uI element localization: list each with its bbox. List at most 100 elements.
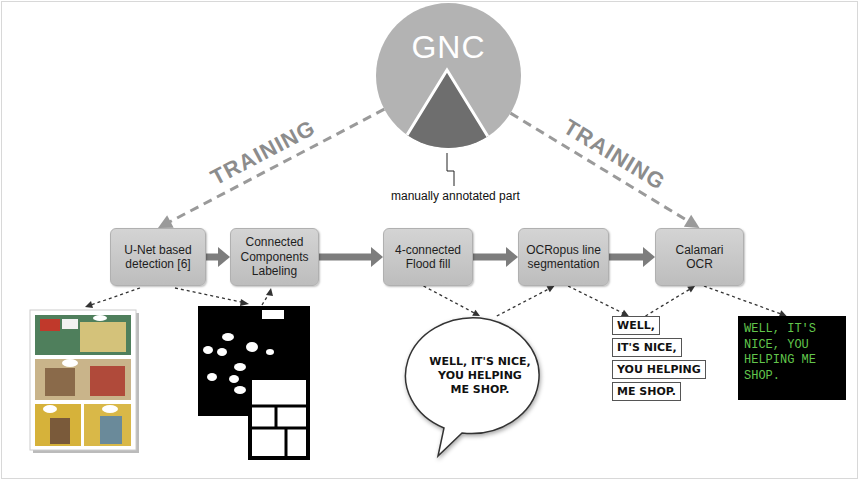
comic-detail	[45, 368, 75, 396]
arrow-head	[158, 215, 174, 228]
connector-line	[568, 286, 623, 313]
connector-line	[424, 286, 475, 313]
node-text: U-Net based detection [6]	[116, 243, 200, 272]
arrow-head	[506, 247, 518, 267]
edge-label: TRAINING	[559, 114, 670, 196]
bubble-outline	[405, 318, 539, 456]
connector-line	[497, 289, 549, 316]
mask-blob	[203, 346, 213, 354]
leader-line	[175, 288, 246, 303]
mask-blob	[207, 373, 217, 381]
connector-line	[704, 286, 781, 314]
panel-line	[285, 428, 288, 458]
node-text: WELL, IT'S NICE, YOU HELPING ME SHOP.	[744, 322, 840, 384]
node-text: OCRopus line segmentation	[524, 243, 603, 272]
comic-panel	[35, 404, 81, 446]
arrow-head	[547, 286, 555, 292]
arrow-head	[684, 215, 700, 228]
arrow-head	[371, 247, 383, 267]
page-shadow	[33, 313, 139, 453]
panel-line	[275, 406, 278, 428]
text-line-box: WELL,	[612, 316, 660, 335]
comic-panel	[35, 359, 131, 400]
comic-detail	[80, 322, 126, 352]
text-line-box: ME SHOP.	[612, 382, 681, 401]
leader-lines	[88, 288, 270, 306]
connector	[568, 286, 629, 316]
mask-blob	[234, 363, 246, 371]
panel-line	[250, 427, 308, 430]
leader-heads	[85, 288, 273, 308]
comic-balloon	[43, 405, 57, 413]
annotation-label: manually annotated part	[391, 189, 520, 203]
arrow-head	[85, 301, 93, 308]
comic-panel	[84, 404, 131, 446]
comic-detail	[62, 319, 78, 329]
connector	[206, 247, 230, 267]
process-box: Connected Components Labeling	[230, 228, 319, 286]
process-box: Calamari OCR	[655, 228, 744, 286]
node-text: ME SHOP.	[617, 384, 676, 399]
arrow-head	[643, 247, 655, 267]
comic-detail	[100, 416, 122, 444]
mask-blob	[234, 386, 246, 394]
comic-detail	[50, 418, 70, 444]
connector	[704, 286, 787, 317]
bracket	[447, 153, 454, 186]
comic-detail	[40, 319, 60, 331]
node-text: WELL,	[617, 318, 655, 333]
connector-line	[646, 289, 690, 316]
node-text: YOU HELPING	[617, 362, 701, 377]
connector-line	[473, 254, 507, 261]
mask-blob	[222, 333, 234, 341]
arrow-head	[218, 247, 230, 267]
node-text: Connected Components Labeling	[236, 235, 313, 278]
text-line-box: YOU HELPING	[612, 360, 706, 379]
node-text: IT'S NICE,	[617, 340, 677, 355]
node-text: 4-connected Flood fill	[389, 243, 467, 272]
arrow-head	[687, 286, 695, 293]
connector-line	[319, 254, 372, 261]
text-line-box: IT'S NICE,	[612, 338, 682, 357]
connector-line	[510, 113, 688, 221]
annotated-part	[396, 70, 498, 148]
comic-panel	[35, 315, 131, 355]
connector	[319, 247, 383, 267]
mask-blob	[217, 348, 227, 356]
connector	[497, 286, 555, 316]
connector-line	[609, 254, 644, 261]
connector	[424, 286, 481, 316]
connector	[609, 247, 655, 267]
node-text: Calamari OCR	[661, 243, 738, 272]
connector-line	[170, 109, 385, 222]
leader-line	[88, 288, 140, 306]
connector	[158, 109, 384, 228]
node-text: WELL, IT'S NICE, YOU HELPING ME SHOP.	[428, 334, 532, 418]
connector	[510, 113, 699, 228]
connector-line	[206, 254, 219, 261]
comic-page	[30, 310, 136, 450]
node-text: GNC	[376, 29, 521, 66]
panel-line	[250, 405, 308, 408]
comic-balloon	[62, 359, 78, 367]
process-box: OCRopus line segmentation	[518, 228, 609, 286]
comic-balloon	[102, 405, 118, 413]
connector	[473, 247, 518, 267]
mask-blob	[246, 342, 258, 352]
arrow-head	[472, 310, 480, 316]
mask-blob	[262, 310, 284, 319]
mask-blob	[229, 375, 239, 383]
ocr-output: WELL, IT'S NICE, YOU HELPING ME SHOP.	[738, 316, 846, 400]
arrow-head	[266, 288, 273, 296]
process-box: 4-connected Flood fill	[383, 228, 473, 286]
connector	[646, 286, 696, 316]
process-box: U-Net based detection [6]	[110, 228, 206, 286]
arrow-head	[240, 299, 249, 306]
mask-blob	[266, 349, 274, 355]
comic-detail	[90, 366, 125, 396]
speech-bubble: WELL, IT'S NICE, YOU HELPING ME SHOP.	[410, 316, 550, 458]
comic-balloon	[93, 315, 107, 321]
circle-shape	[376, 3, 521, 148]
dataset-circle: GNC	[376, 3, 521, 148]
panel-mask	[250, 378, 308, 458]
